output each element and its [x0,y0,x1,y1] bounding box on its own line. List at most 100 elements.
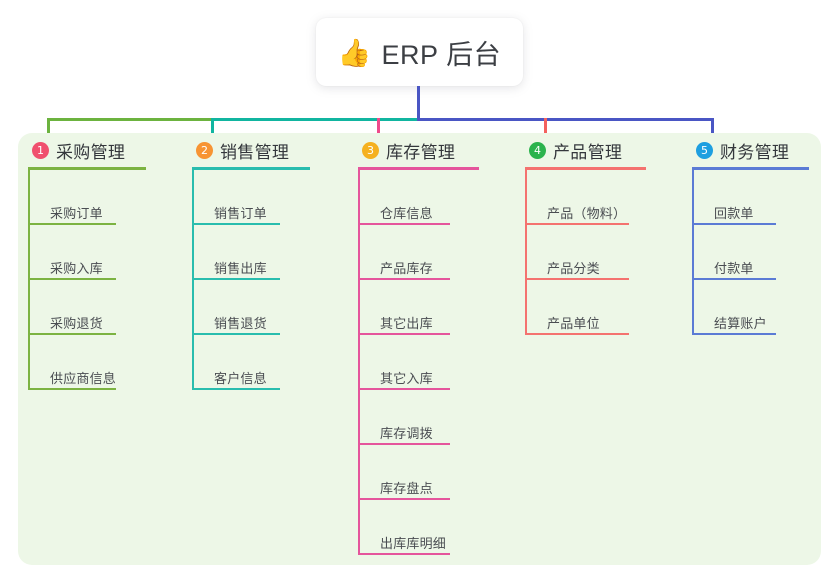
leaf-item-underline [358,278,450,280]
leaf-item-label: 仓库信息 [380,206,433,221]
leaf-item[interactable]: 产品库存 [358,225,450,280]
column-badge-1: 1 [32,141,49,159]
leaf-item[interactable]: 采购退货 [28,280,116,335]
column-spine-5 [692,170,694,335]
leaf-item-label: 产品（物料） [547,206,627,221]
leaf-item-label: 产品分类 [547,261,600,276]
leaf-item[interactable]: 产品单位 [525,280,629,335]
leaf-item-underline [192,388,280,390]
leaf-item-underline [525,223,629,225]
leaf-item-label: 其它出库 [380,316,433,331]
column-title-1: 采购管理 [56,142,126,162]
leaf-item-underline [28,278,116,280]
root-trunk-line [417,86,420,121]
column-title-5: 财务管理 [720,142,790,162]
column-underline-5 [692,167,809,170]
connector-stub-1 [47,118,50,147]
column-title-3: 库存管理 [386,142,456,162]
column-badge-2: 2 [196,141,213,159]
column-header-1[interactable]: 1 采购管理 [28,133,188,167]
column-1: 1 采购管理采购订单采购入库采购退货供应商信息 [28,133,188,390]
leaf-item-underline [692,333,776,335]
leaf-item-underline [692,278,776,280]
column-badge-5: 5 [696,141,713,159]
leaf-item[interactable]: 其它出库 [358,280,450,335]
leaf-item-underline [192,278,280,280]
column-underline-1 [28,167,146,170]
connector-bar-green [47,118,213,121]
column-spine-1 [28,170,30,390]
leaf-item[interactable]: 产品分类 [525,225,629,280]
leaf-item-label: 销售出库 [214,261,267,276]
connector-stub-5 [711,118,714,147]
leaf-item[interactable]: 其它入库 [358,335,450,390]
leaf-item[interactable]: 客户信息 [192,335,280,390]
connector-stub-2 [211,118,214,147]
column-spine-2 [192,170,194,390]
leaf-item[interactable]: 回款单 [692,170,776,225]
leaf-item-label: 客户信息 [214,371,267,386]
column-items-3: 仓库信息产品库存其它出库其它入库库存调拨库存盘点出库库明细 [358,170,450,555]
column-items-5: 回款单付款单结算账户 [692,170,776,335]
connector-stub-3 [377,118,380,147]
leaf-item-label: 付款单 [714,261,754,276]
root-title: ERP 后台 [381,39,502,70]
column-5: 5 财务管理回款单付款单结算账户 [692,133,839,335]
leaf-item-label: 库存盘点 [380,481,433,496]
leaf-item[interactable]: 销售出库 [192,225,280,280]
leaf-item-label: 回款单 [714,206,754,221]
leaf-item-underline [692,223,776,225]
column-2: 2 销售管理销售订单销售出库销售退货客户信息 [192,133,352,390]
leaf-item[interactable]: 库存盘点 [358,445,450,500]
leaf-item-underline [525,278,629,280]
connector-bar-indigo [417,118,713,121]
column-title-4: 产品管理 [553,142,623,162]
leaf-item-underline [28,333,116,335]
column-items-1: 采购订单采购入库采购退货供应商信息 [28,170,116,390]
leaf-item-label: 库存调拨 [380,426,433,441]
column-underline-4 [525,167,646,170]
leaf-item-underline [358,498,450,500]
leaf-item[interactable]: 产品（物料） [525,170,629,225]
leaf-item[interactable]: 销售退货 [192,280,280,335]
leaf-item[interactable]: 库存调拨 [358,390,450,445]
column-items-4: 产品（物料） 产品分类产品单位 [525,170,629,335]
column-header-2[interactable]: 2 销售管理 [192,133,352,167]
leaf-item-label: 采购退货 [50,316,103,331]
column-underline-2 [192,167,310,170]
column-badge-3: 3 [362,141,379,159]
leaf-item[interactable]: 结算账户 [692,280,776,335]
leaf-item-underline [358,553,450,555]
leaf-item[interactable]: 采购入库 [28,225,116,280]
column-header-5[interactable]: 5 财务管理 [692,133,839,167]
column-items-2: 销售订单销售出库销售退货客户信息 [192,170,280,390]
leaf-item-underline [28,223,116,225]
leaf-item-underline [525,333,629,335]
leaf-item[interactable]: 仓库信息 [358,170,450,225]
root-node-card[interactable]: 👍 ERP 后台 [316,18,523,86]
leaf-item-label: 供应商信息 [50,371,117,386]
leaf-item-label: 采购订单 [50,206,103,221]
column-title-2: 销售管理 [220,142,290,162]
leaf-item-underline [192,333,280,335]
column-3: 3 库存管理仓库信息产品库存其它出库其它入库库存调拨库存盘点出库库明细 [358,133,528,555]
leaf-item[interactable]: 供应商信息 [28,335,116,390]
leaf-item-label: 采购入库 [50,261,103,276]
leaf-item-label: 产品库存 [380,261,433,276]
leaf-item-underline [358,388,450,390]
leaf-item[interactable]: 付款单 [692,225,776,280]
column-spine-3 [358,170,360,555]
leaf-item-label: 其它入库 [380,371,433,386]
leaf-item-underline [358,223,450,225]
leaf-item-label: 销售退货 [214,316,267,331]
leaf-item-label: 结算账户 [714,316,767,331]
leaf-item-label: 出库库明细 [380,536,447,551]
column-underline-3 [358,167,479,170]
leaf-item[interactable]: 采购订单 [28,170,116,225]
leaf-item-underline [192,223,280,225]
leaf-item[interactable]: 销售订单 [192,170,280,225]
leaf-item[interactable]: 出库库明细 [358,500,450,555]
column-header-3[interactable]: 3 库存管理 [358,133,528,167]
leaf-item-underline [358,443,450,445]
